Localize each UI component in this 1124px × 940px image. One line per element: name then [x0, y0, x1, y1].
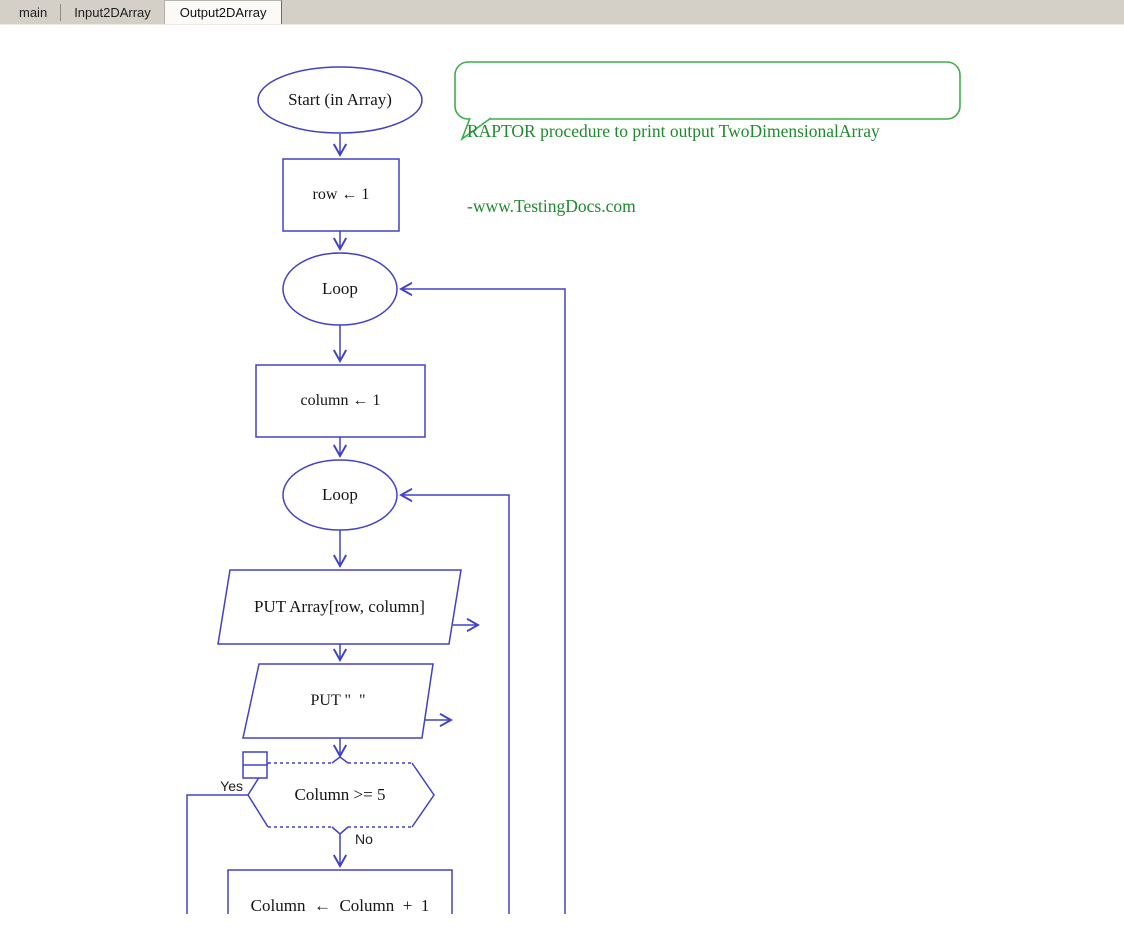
- comment-bubble-tail: [460, 117, 492, 142]
- tab-separator: [60, 4, 62, 21]
- flowchart-shapes-group: [186, 66, 566, 914]
- assign-row-label[interactable]: row ← 1: [312, 186, 370, 203]
- collapse-toggle-icon[interactable]: [242, 751, 268, 779]
- decision-edge: [247, 794, 269, 828]
- yes-branch-connector: [186, 794, 248, 914]
- comment-bubble-box: [454, 61, 961, 120]
- assign-column-rect[interactable]: [255, 364, 426, 438]
- flowchart-drawing-layer: [186, 61, 961, 914]
- comment-bubble[interactable]: [454, 61, 961, 142]
- comment-line-1: RAPTOR procedure to print output TwoDime…: [467, 121, 880, 141]
- increment-column-label[interactable]: Column ← Column + 1: [250, 896, 430, 915]
- put-array-parallelogram[interactable]: [217, 569, 462, 645]
- increment-column-rect[interactable]: [227, 869, 453, 914]
- start-symbol-label[interactable]: Start (in Array): [288, 90, 392, 109]
- put-array-label[interactable]: PUT Array[row, column]: [254, 597, 425, 616]
- assign-column-label[interactable]: column ← 1: [300, 392, 381, 409]
- decision-label[interactable]: Column >= 5: [294, 785, 386, 804]
- flowchart-canvas: Start (in Array) row ← 1 Loop column ← 1…: [186, 61, 961, 915]
- comment-line-2: -www.TestingDocs.com: [467, 196, 636, 216]
- tab-input2darray[interactable]: Input2DArray: [74, 4, 151, 20]
- put-space-label[interactable]: PUT " ": [310, 692, 366, 709]
- inner-loopback-connector: [399, 487, 510, 914]
- tab-main[interactable]: main: [19, 4, 48, 20]
- decision-top-peak: [331, 756, 349, 764]
- yes-branch-label: Yes: [220, 777, 243, 794]
- no-branch-label: No: [355, 831, 373, 847]
- put-space-parallelogram[interactable]: [242, 663, 434, 739]
- comment-text: RAPTOR procedure to print output TwoDime…: [467, 69, 953, 269]
- assign-row-rect[interactable]: [282, 158, 400, 232]
- inner-loop-label[interactable]: Loop: [322, 485, 358, 504]
- tab-output2darray[interactable]: Output2DArray: [163, 0, 283, 24]
- decision-bottom-peak: [331, 826, 349, 835]
- start-oval[interactable]: [257, 66, 423, 134]
- outer-loop-label[interactable]: Loop: [322, 279, 358, 298]
- decision-edge: [411, 762, 435, 828]
- subchart-tab-bar: main Input2DArray Output2DArray: [0, 0, 1124, 25]
- decision-hexagon[interactable]: [247, 756, 435, 835]
- outer-loopback-connector: [399, 281, 566, 914]
